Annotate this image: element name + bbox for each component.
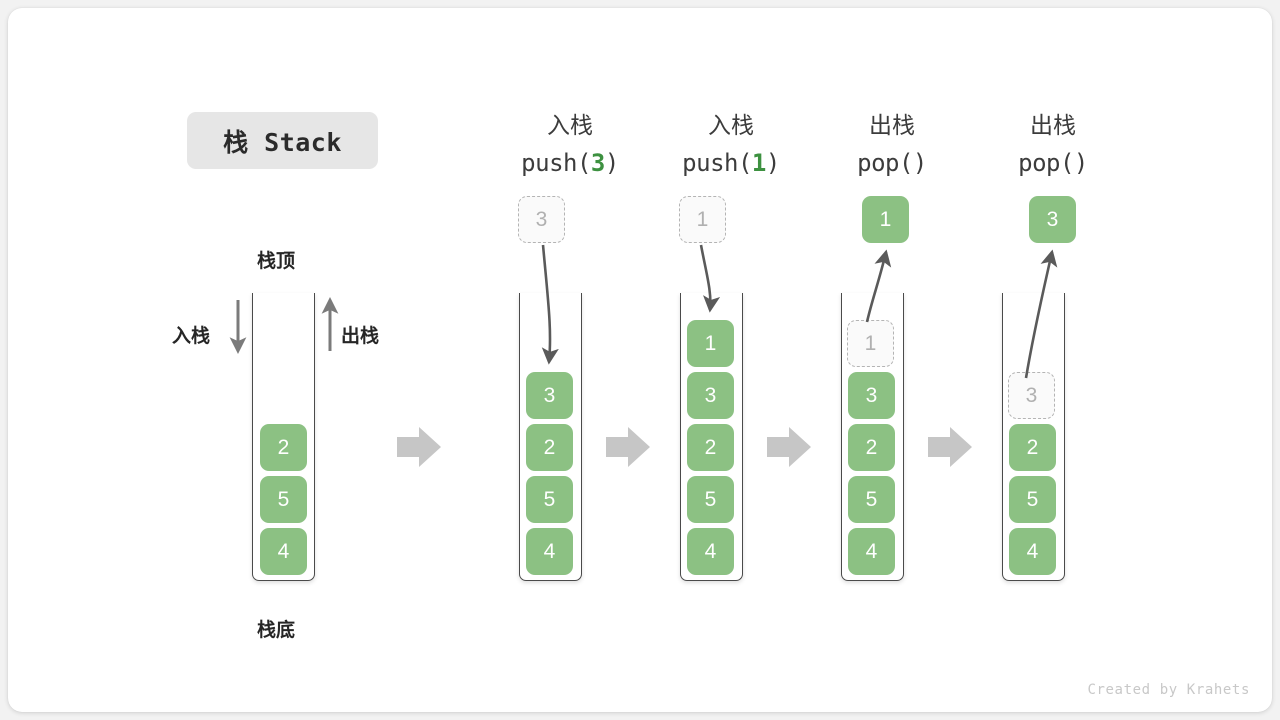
stack-box: 3 bbox=[848, 372, 895, 419]
code-prefix: push( bbox=[682, 149, 752, 177]
column-header-code: push(3) bbox=[480, 144, 660, 182]
column-header-push-1: 入栈 push(1) bbox=[641, 106, 821, 182]
stack-box: 5 bbox=[1009, 476, 1056, 523]
stack-box: 4 bbox=[687, 528, 734, 575]
stack-box: 4 bbox=[526, 528, 573, 575]
code-suffix: ) bbox=[1073, 149, 1088, 177]
code-prefix: pop( bbox=[1018, 149, 1074, 177]
vacated-ghost-box: 3 bbox=[1008, 372, 1055, 419]
column-header-cn: 入栈 bbox=[708, 112, 754, 138]
stack-box: 4 bbox=[260, 528, 307, 575]
stack-box: 2 bbox=[687, 424, 734, 471]
stack-vessel-push-1 bbox=[680, 293, 743, 581]
column-header-cn: 入栈 bbox=[547, 112, 593, 138]
stack-vessel-initial bbox=[252, 293, 315, 581]
title-badge: 栈 Stack bbox=[187, 112, 378, 169]
stack-vessel-pop-1 bbox=[841, 293, 904, 581]
label-stack-bottom: 栈底 bbox=[257, 620, 296, 641]
code-suffix: ) bbox=[604, 149, 619, 177]
column-header-code: pop() bbox=[963, 144, 1143, 182]
stack-box: 4 bbox=[848, 528, 895, 575]
code-suffix: ) bbox=[765, 149, 780, 177]
column-header-code: pop() bbox=[802, 144, 982, 182]
column-header-cn: 出栈 bbox=[869, 112, 915, 138]
code-prefix: push( bbox=[521, 149, 591, 177]
stack-box: 2 bbox=[1009, 424, 1056, 471]
stack-box: 4 bbox=[1009, 528, 1056, 575]
label-stack-top: 栈顶 bbox=[257, 251, 296, 272]
stack-box: 2 bbox=[526, 424, 573, 471]
label-push-side: 入栈 bbox=[172, 326, 211, 347]
stack-box: 3 bbox=[687, 372, 734, 419]
stack-box: 5 bbox=[526, 476, 573, 523]
column-header-code: push(1) bbox=[641, 144, 821, 182]
code-arg: 1 bbox=[751, 149, 766, 177]
credit-text: Created by Krahets bbox=[1087, 682, 1250, 698]
vacated-ghost-box: 1 bbox=[847, 320, 894, 367]
stack-box: 3 bbox=[526, 372, 573, 419]
code-prefix: pop( bbox=[857, 149, 913, 177]
stack-box: 1 bbox=[687, 320, 734, 367]
column-header-cn: 出栈 bbox=[1030, 112, 1076, 138]
column-header-pop-2: 出栈 pop() bbox=[963, 106, 1143, 182]
stack-box: 5 bbox=[687, 476, 734, 523]
popped-box: 3 bbox=[1029, 196, 1076, 243]
code-arg: 3 bbox=[590, 149, 605, 177]
stack-vessel-push-3 bbox=[519, 293, 582, 581]
incoming-ghost-box: 1 bbox=[679, 196, 726, 243]
incoming-ghost-box: 3 bbox=[518, 196, 565, 243]
code-suffix: ) bbox=[912, 149, 927, 177]
stack-vessel-pop-2 bbox=[1002, 293, 1065, 581]
popped-box: 1 bbox=[862, 196, 909, 243]
label-pop-side: 出栈 bbox=[341, 326, 380, 347]
column-header-pop-1: 出栈 pop() bbox=[802, 106, 982, 182]
stack-box: 5 bbox=[260, 476, 307, 523]
column-header-push-3: 入栈 push(3) bbox=[480, 106, 660, 182]
stack-box: 2 bbox=[848, 424, 895, 471]
stack-box: 5 bbox=[848, 476, 895, 523]
stack-box: 2 bbox=[260, 424, 307, 471]
